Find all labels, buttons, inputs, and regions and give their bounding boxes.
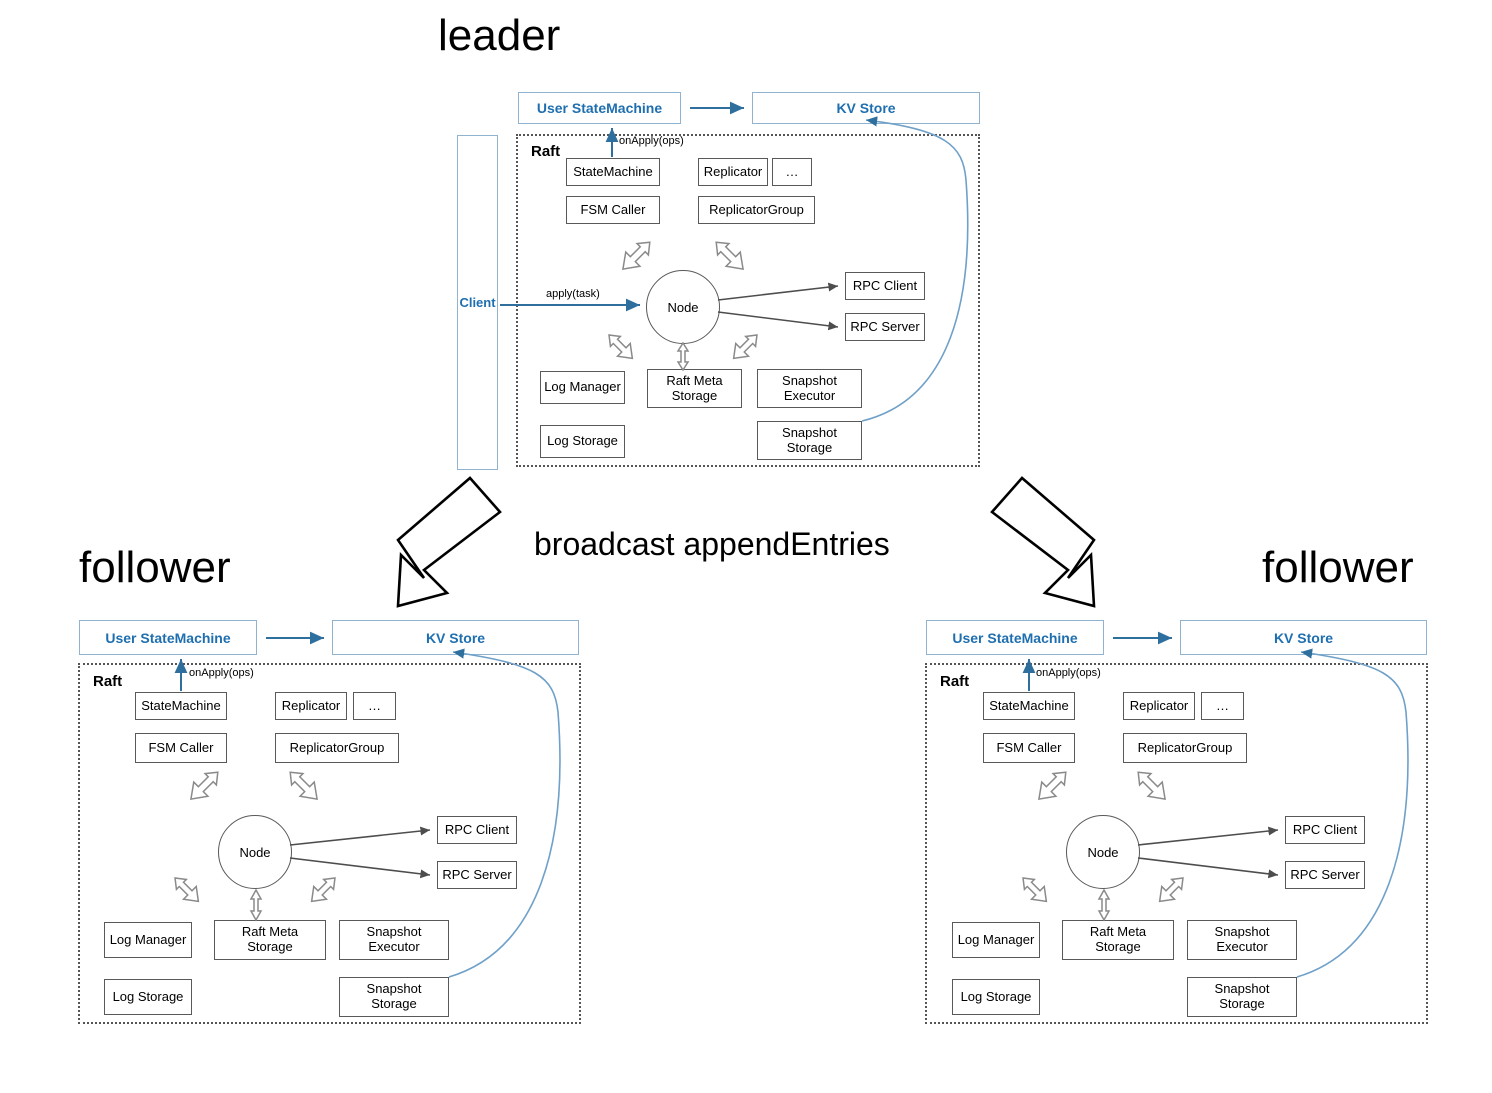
leader-log-storage-box[interactable]: Log Storage: [540, 425, 625, 458]
follower-left-replicator-group-box[interactable]: ReplicatorGroup: [275, 733, 399, 763]
follower-right-rpc-server-box[interactable]: RPC Server: [1285, 861, 1365, 889]
leader-user-statemachine-box[interactable]: User StateMachine: [518, 92, 681, 124]
leader-client-box[interactable]: Client: [457, 135, 498, 470]
leader-statemachine-box[interactable]: StateMachine: [566, 158, 660, 186]
follower-right-replicator-group-box[interactable]: ReplicatorGroup: [1123, 733, 1247, 763]
follower-right-raft-label: Raft: [940, 673, 970, 690]
follower-left-kv-store-box[interactable]: KV Store: [332, 620, 579, 655]
leader-node-circle[interactable]: Node: [646, 270, 720, 344]
leader-onapply-label: onApply(ops): [619, 135, 684, 147]
follower-right-raft-meta-storage-box[interactable]: Raft Meta Storage: [1062, 920, 1174, 960]
follower-right-onapply-label: onApply(ops): [1036, 667, 1101, 679]
follower-right-replicator-ellipsis-box[interactable]: …: [1201, 692, 1244, 720]
follower-right-log-storage-box[interactable]: Log Storage: [952, 979, 1040, 1015]
follower-left-title: follower: [79, 543, 231, 592]
broadcast-arrow-left: [396, 476, 502, 608]
leader-raft-meta-storage-box[interactable]: Raft Meta Storage: [647, 369, 742, 408]
follower-right-snapshot-executor-box[interactable]: Snapshot Executor: [1187, 920, 1297, 960]
follower-right-replicator-box[interactable]: Replicator: [1123, 692, 1195, 720]
leader-replicator-box[interactable]: Replicator: [698, 158, 768, 186]
follower-left-statemachine-box[interactable]: StateMachine: [135, 692, 227, 720]
leader-replicator-ellipsis-box[interactable]: …: [772, 158, 812, 186]
follower-right-snapshot-storage-box[interactable]: Snapshot Storage: [1187, 977, 1297, 1017]
follower-left-snapshot-executor-box[interactable]: Snapshot Executor: [339, 920, 449, 960]
leader-replicator-group-box[interactable]: ReplicatorGroup: [698, 196, 815, 224]
follower-left-node-circle[interactable]: Node: [218, 815, 292, 889]
follower-right-node-circle[interactable]: Node: [1066, 815, 1140, 889]
broadcast-arrow-right: [990, 476, 1096, 608]
follower-left-fsm-caller-box[interactable]: FSM Caller: [135, 733, 227, 763]
follower-left-rpc-server-box[interactable]: RPC Server: [437, 861, 517, 889]
leader-log-manager-box[interactable]: Log Manager: [540, 371, 625, 404]
follower-left-rpc-client-box[interactable]: RPC Client: [437, 816, 517, 844]
follower-right-user-statemachine-box[interactable]: User StateMachine: [926, 620, 1104, 655]
follower-left-raft-label: Raft: [93, 673, 123, 690]
follower-left-user-statemachine-box[interactable]: User StateMachine: [79, 620, 257, 655]
follower-left-onapply-label: onApply(ops): [189, 667, 254, 679]
follower-left-replicator-ellipsis-box[interactable]: …: [353, 692, 396, 720]
follower-right-kv-store-box[interactable]: KV Store: [1180, 620, 1427, 655]
follower-right-title: follower: [1262, 543, 1414, 592]
leader-snapshot-executor-box[interactable]: Snapshot Executor: [757, 369, 862, 408]
leader-snapshot-storage-box[interactable]: Snapshot Storage: [757, 421, 862, 460]
follower-right-log-manager-box[interactable]: Log Manager: [952, 922, 1040, 958]
follower-left-log-storage-box[interactable]: Log Storage: [104, 979, 192, 1015]
follower-left-snapshot-storage-box[interactable]: Snapshot Storage: [339, 977, 449, 1017]
leader-kv-store-box[interactable]: KV Store: [752, 92, 980, 124]
broadcast-append-entries-label: broadcast appendEntries: [534, 526, 890, 562]
follower-left-replicator-box[interactable]: Replicator: [275, 692, 347, 720]
follower-left-log-manager-box[interactable]: Log Manager: [104, 922, 192, 958]
leader-title: leader: [438, 11, 561, 60]
leader-rpc-client-box[interactable]: RPC Client: [845, 272, 925, 300]
follower-left-raft-meta-storage-box[interactable]: Raft Meta Storage: [214, 920, 326, 960]
follower-right-rpc-client-box[interactable]: RPC Client: [1285, 816, 1365, 844]
follower-right-fsm-caller-box[interactable]: FSM Caller: [983, 733, 1075, 763]
leader-rpc-server-box[interactable]: RPC Server: [845, 313, 925, 341]
leader-fsm-caller-box[interactable]: FSM Caller: [566, 196, 660, 224]
leader-apply-task-label: apply(task): [546, 288, 600, 300]
follower-right-statemachine-box[interactable]: StateMachine: [983, 692, 1075, 720]
leader-raft-label: Raft: [531, 143, 561, 160]
